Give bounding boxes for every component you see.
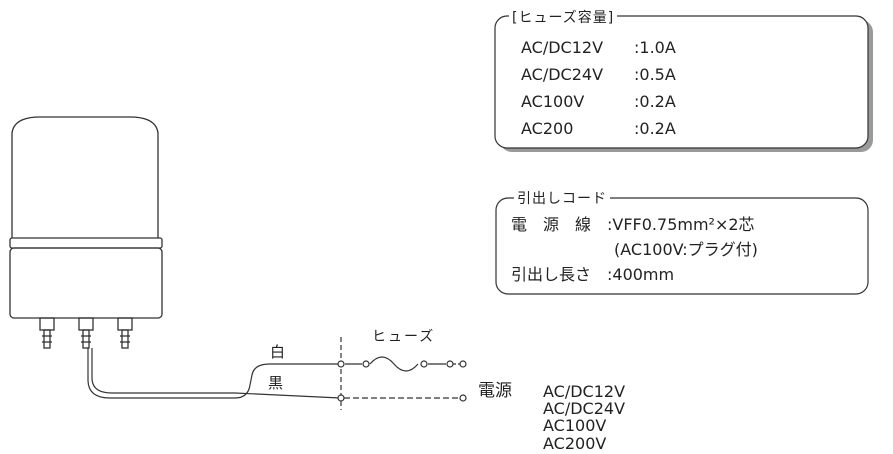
fuse-box-title: [ヒューズ容量] bbox=[509, 11, 618, 25]
black-wire-label: 黒 bbox=[268, 374, 284, 392]
wire-paths bbox=[87, 337, 467, 410]
fuse-amps: :0.2A bbox=[634, 119, 676, 138]
cord-wire-value: :VFF0.75mm²×2芯 bbox=[607, 215, 755, 234]
power-voltage: AC/DC24V bbox=[543, 399, 626, 418]
fuse-voltage: AC/DC24V bbox=[521, 65, 604, 84]
fuse-box-frame bbox=[494, 15, 873, 152]
cable-black bbox=[91, 348, 341, 399]
cord-length-label: 引出し長さ bbox=[511, 265, 592, 284]
lamp-dome bbox=[11, 116, 159, 238]
cord-box-frame bbox=[495, 197, 869, 295]
fuse-voltage: AC/DC12V bbox=[521, 38, 604, 57]
lamp-terminals bbox=[39, 317, 133, 349]
fuse-label: ヒューズ bbox=[372, 329, 436, 345]
fuse-amps: :0.2A bbox=[634, 92, 676, 111]
fuse-voltage: AC200 bbox=[521, 119, 574, 138]
power-label: 電源 bbox=[478, 381, 512, 401]
cord-box-title: 引出しコード bbox=[514, 192, 610, 206]
cord-wire-label: 電 源 線 bbox=[511, 215, 592, 234]
cable-white bbox=[87, 348, 340, 399]
fuse-amps: :0.5A bbox=[634, 65, 676, 84]
cord-wire-note: (AC100V:プラグ付) bbox=[614, 240, 758, 259]
lamp-band bbox=[9, 237, 163, 249]
fuse-amps: :1.0A bbox=[634, 38, 676, 57]
cord-length-value: :400mm bbox=[607, 265, 675, 284]
signal-lamp bbox=[9, 116, 163, 349]
fuse-voltage: AC100V bbox=[521, 92, 585, 111]
power-voltage: AC/DC12V bbox=[543, 382, 626, 401]
fuse-symbol bbox=[345, 356, 446, 372]
power-voltage: AC100V bbox=[543, 416, 607, 435]
lamp-base bbox=[9, 247, 163, 319]
white-wire-label: 白 bbox=[270, 343, 286, 361]
power-voltage: AC200V bbox=[543, 434, 607, 453]
